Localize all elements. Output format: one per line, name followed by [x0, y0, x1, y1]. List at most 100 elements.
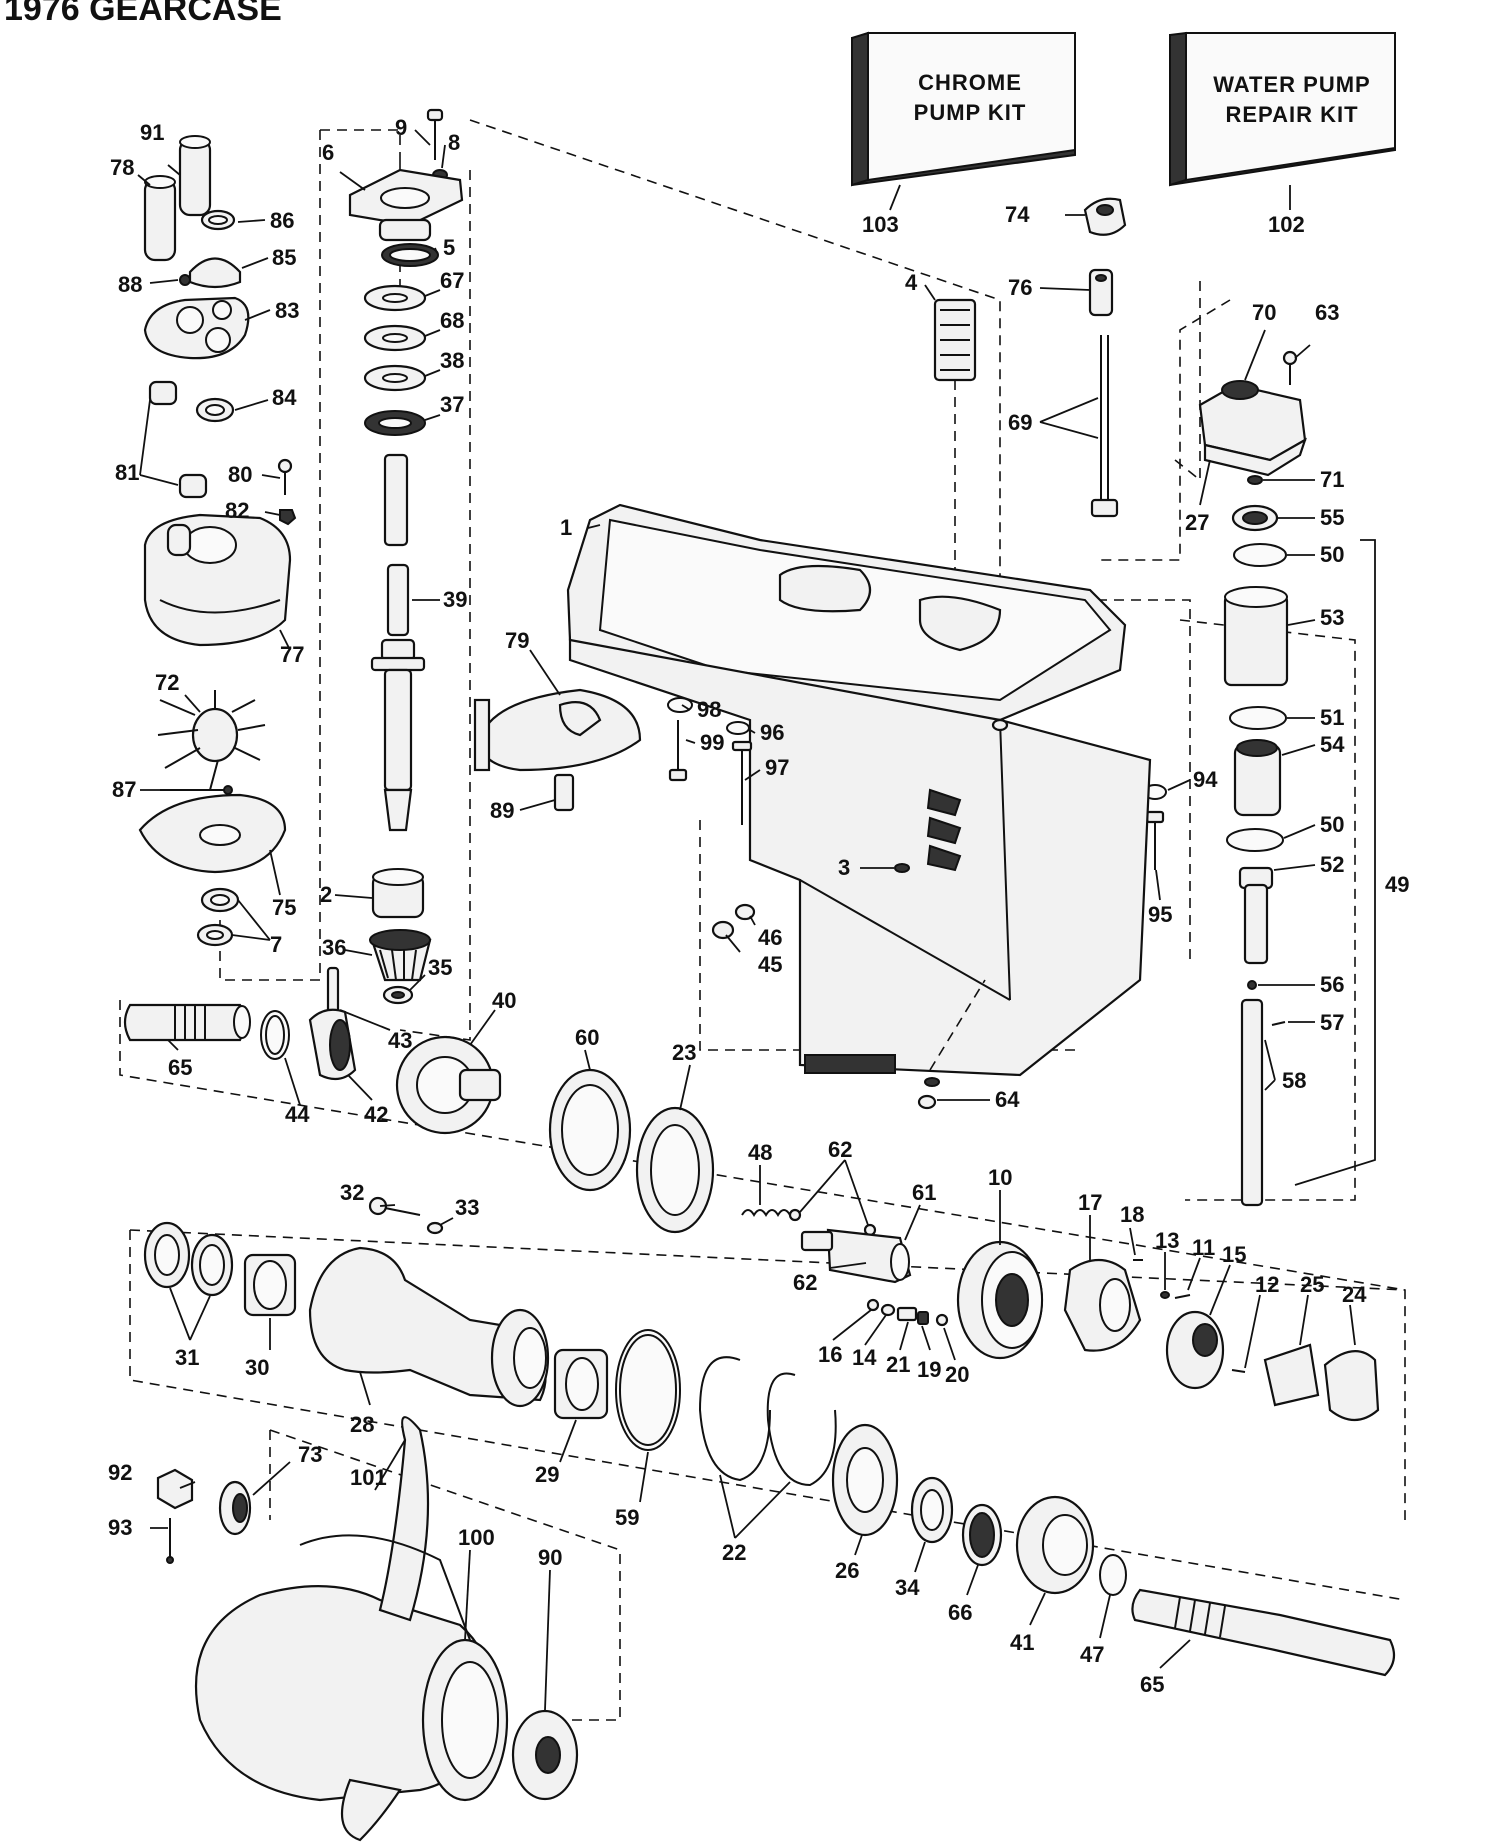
- callout-4: 4: [905, 270, 918, 295]
- callout-52: 52: [1320, 852, 1344, 877]
- callout-92: 92: [108, 1460, 132, 1485]
- water-pump-kit-label-2: REPAIR KIT: [1225, 102, 1358, 127]
- callout-78: 78: [110, 155, 134, 180]
- propeller-parts: [156, 1416, 579, 1842]
- callout-62-upper: 62: [828, 1137, 852, 1162]
- callout-33: 33: [455, 1195, 479, 1220]
- assembly-outlines: [119, 119, 1406, 1721]
- callout-68: 68: [440, 308, 464, 333]
- callout-1: 1: [560, 515, 572, 540]
- callout-26: 26: [835, 1558, 859, 1583]
- callout-43: 43: [388, 1028, 412, 1053]
- callout-69: 69: [1008, 410, 1032, 435]
- callout-57: 57: [1320, 1010, 1344, 1035]
- callout-62-lower: 62: [793, 1270, 817, 1295]
- callout-16: 16: [818, 1342, 842, 1367]
- callout-70: 70: [1252, 300, 1276, 325]
- callout-42: 42: [364, 1102, 388, 1127]
- callout-47: 47: [1080, 1642, 1104, 1667]
- callout-76: 76: [1008, 275, 1032, 300]
- callout-31: 31: [175, 1345, 199, 1370]
- callout-77: 77: [280, 642, 304, 667]
- callout-34: 34: [895, 1575, 920, 1600]
- callout-53: 53: [1320, 605, 1344, 630]
- callout-24: 24: [1342, 1282, 1367, 1307]
- callout-5: 5: [443, 235, 455, 260]
- callout-15: 15: [1222, 1242, 1246, 1267]
- callout-56: 56: [1320, 972, 1344, 997]
- callout-91: 91: [140, 120, 164, 145]
- callout-36: 36: [322, 935, 346, 960]
- callout-45: 45: [758, 952, 782, 977]
- callout-86: 86: [270, 208, 294, 233]
- callout-9: 9: [395, 115, 407, 140]
- callout-97: 97: [765, 755, 789, 780]
- callout-46: 46: [758, 925, 782, 950]
- callout-64: 64: [995, 1087, 1020, 1112]
- callout-50-upper: 50: [1320, 542, 1344, 567]
- callout-28: 28: [350, 1412, 374, 1437]
- callout-102: 102: [1268, 212, 1305, 237]
- callout-94: 94: [1193, 767, 1218, 792]
- callout-20: 20: [945, 1362, 969, 1387]
- callout-72: 72: [155, 670, 179, 695]
- callout-3: 3: [838, 855, 850, 880]
- callout-55: 55: [1320, 505, 1344, 530]
- callout-11: 11: [1192, 1235, 1215, 1260]
- callout-44: 44: [285, 1102, 310, 1127]
- gearcase-housing: [566, 503, 1152, 1110]
- callout-82: 82: [225, 498, 249, 523]
- drive-shaft-parts: [326, 108, 464, 1020]
- callout-40: 40: [492, 988, 516, 1013]
- water-tube-parts: [1143, 350, 1307, 1207]
- callout-41: 41: [1010, 1630, 1034, 1655]
- callout-81: 81: [115, 460, 139, 485]
- callout-10: 10: [988, 1165, 1012, 1190]
- callout-85: 85: [272, 245, 296, 270]
- callout-21: 21: [886, 1352, 910, 1377]
- chrome-pump-kit-box: CHROME PUMP KIT: [851, 31, 1076, 211]
- callout-100: 100: [458, 1525, 495, 1550]
- callout-79: 79: [505, 628, 529, 653]
- callout-98: 98: [697, 697, 721, 722]
- callout-6: 6: [322, 140, 334, 165]
- callout-37: 37: [440, 392, 464, 417]
- callout-2: 2: [320, 882, 332, 907]
- callout-95: 95: [1148, 902, 1172, 927]
- callout-12: 12: [1255, 1272, 1279, 1297]
- callout-59: 59: [615, 1505, 639, 1530]
- callout-numbers: 91 78 86 85 88 83 84 81 80 82 77 72 87 7…: [108, 115, 1409, 1697]
- water-pump-repair-kit-box: WATER PUMP REPAIR KIT: [1169, 31, 1396, 210]
- callout-83: 83: [275, 298, 299, 323]
- callout-58: 58: [1282, 1068, 1306, 1093]
- leader-lines: [137, 129, 1376, 1711]
- callout-48: 48: [748, 1140, 772, 1165]
- callout-88: 88: [118, 272, 142, 297]
- callout-30: 30: [245, 1355, 269, 1380]
- shift-rod-parts: [933, 197, 1127, 650]
- callout-22: 22: [722, 1540, 746, 1565]
- callout-32: 32: [340, 1180, 364, 1205]
- callout-7: 7: [270, 932, 282, 957]
- callout-14: 14: [852, 1345, 877, 1370]
- callout-93: 93: [108, 1515, 132, 1540]
- callout-38: 38: [440, 348, 464, 373]
- forward-gear-parts: [123, 1003, 1380, 1422]
- chrome-kit-label-1: CHROME: [918, 70, 1022, 95]
- callout-39: 39: [443, 587, 467, 612]
- callout-54: 54: [1320, 732, 1345, 757]
- callout-19: 19: [917, 1357, 941, 1382]
- callout-103: 103: [862, 212, 899, 237]
- callout-65-lower: 65: [1140, 1672, 1164, 1697]
- callout-13: 13: [1155, 1228, 1179, 1253]
- callout-8: 8: [448, 130, 460, 155]
- callout-27: 27: [1185, 510, 1209, 535]
- pump-parts-left: [138, 135, 297, 947]
- page-header: 1976 GEARCASE: [4, 0, 282, 28]
- callout-35: 35: [428, 955, 452, 980]
- callout-23: 23: [672, 1040, 696, 1065]
- callout-51: 51: [1320, 705, 1344, 730]
- callout-80: 80: [228, 462, 252, 487]
- callout-63: 63: [1315, 300, 1339, 325]
